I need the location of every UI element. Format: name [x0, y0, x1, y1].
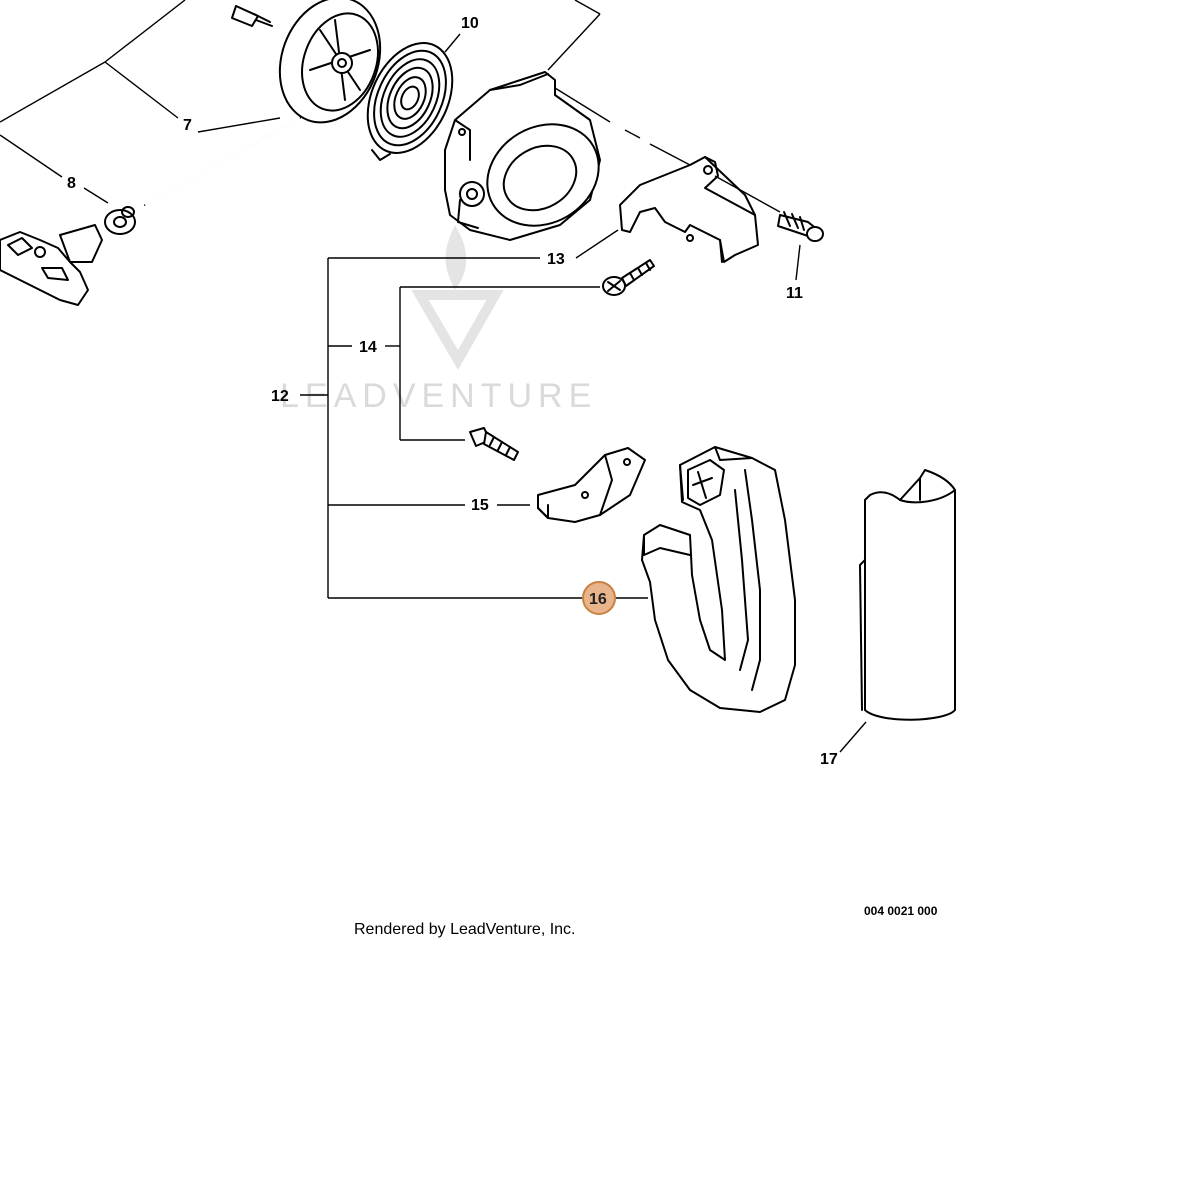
assembly-axis-line	[554, 87, 691, 166]
handle-bracket	[619, 156, 759, 263]
screw-11	[777, 211, 824, 242]
leadventure-watermark: LEADVENTURE	[280, 225, 597, 415]
starter-pull-handle	[0, 224, 103, 306]
diagram-part-number: 004 0021 000	[864, 904, 938, 918]
rendered-by-credit: Rendered by LeadVenture, Inc.	[354, 921, 576, 938]
screw-14-lower	[469, 427, 519, 461]
callout-7[interactable]: 7	[183, 117, 192, 134]
callout-14[interactable]: 14	[359, 339, 377, 356]
loop-handle	[641, 446, 796, 713]
callout-16[interactable]: 16	[589, 591, 607, 608]
starter-rope	[144, 116, 301, 207]
callout-10[interactable]: 10	[461, 15, 479, 32]
callout-8[interactable]: 8	[67, 175, 76, 192]
clip-plate	[537, 447, 646, 523]
callout-16-highlight	[582, 581, 616, 615]
leader-11-dash	[714, 175, 781, 213]
callout-17[interactable]: 17	[820, 751, 838, 768]
rope-pulley	[278, 0, 382, 124]
leader-11	[795, 244, 801, 281]
callout-15[interactable]: 15	[471, 497, 489, 514]
callout-13[interactable]: 13	[547, 251, 565, 268]
leader-group-top-left	[0, 0, 281, 204]
callout-11[interactable]: 11	[786, 285, 803, 302]
leader-group-10	[444, 0, 601, 71]
starter-housing	[444, 71, 601, 241]
rope-grommet	[104, 206, 136, 235]
grip-sleeve	[839, 469, 956, 753]
rewind-spring	[366, 42, 454, 161]
screw-top	[231, 5, 273, 27]
callout-12[interactable]: 12	[271, 388, 289, 405]
screw-14-upper	[602, 259, 655, 296]
callout-bracket-12	[300, 229, 648, 599]
watermark-text: LEADVENTURE	[280, 377, 597, 415]
